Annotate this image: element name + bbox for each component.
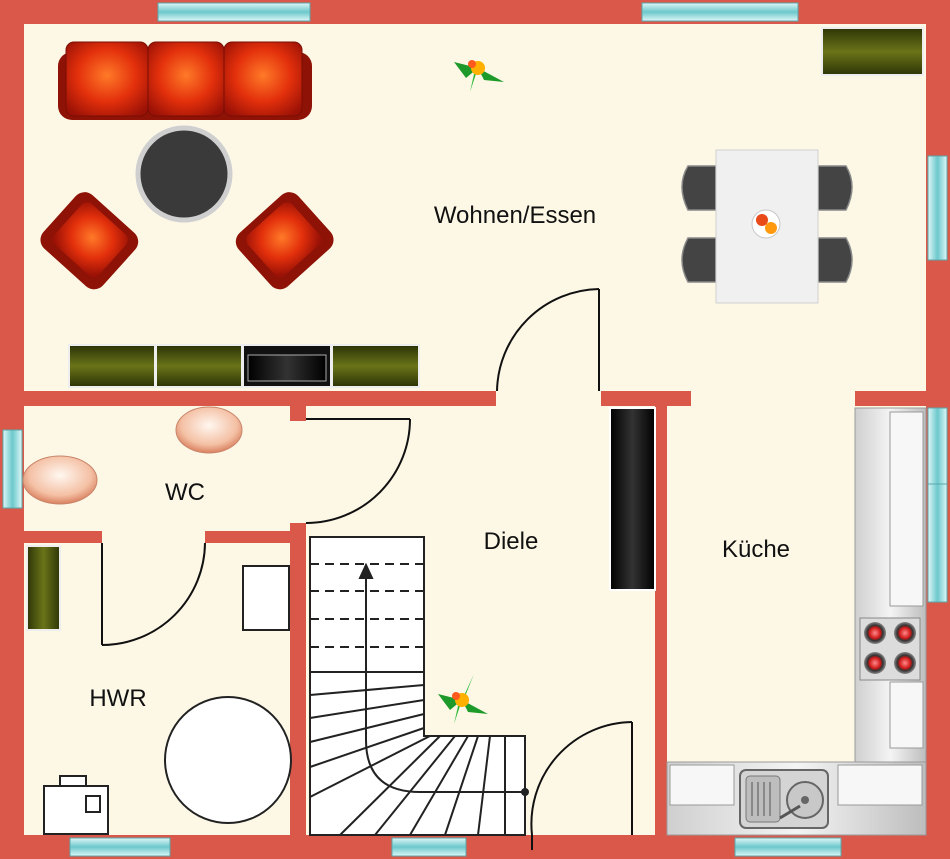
window-bottom-middle	[391, 837, 467, 857]
armchair-right	[235, 192, 334, 290]
staircase	[309, 536, 529, 836]
room-label-diele: Diele	[484, 528, 539, 555]
window-bottom-right	[734, 837, 842, 857]
room-label-wc: WC	[165, 479, 205, 506]
hwr-round-tank	[164, 696, 292, 824]
wc-toilet	[22, 455, 98, 505]
window-right-upper	[927, 155, 948, 261]
hwr-cabinet	[242, 565, 290, 631]
door-hwr	[101, 542, 206, 646]
interior-walls	[24, 391, 926, 835]
armchair-left	[40, 192, 139, 290]
hwr-appliance	[43, 775, 109, 835]
kitchen-sink	[739, 769, 829, 829]
room-label-hwr: HWR	[89, 685, 146, 712]
door-entrance	[530, 721, 633, 850]
window-left	[2, 429, 23, 509]
coffee-table	[135, 125, 233, 223]
window-right-lower	[927, 483, 948, 603]
kitchen-hob	[859, 617, 921, 681]
door-living	[496, 288, 600, 392]
room-label-kueche: Küche	[722, 536, 790, 563]
door-wc	[305, 418, 411, 524]
dining-set	[681, 149, 853, 304]
plant-hall	[438, 674, 488, 724]
hwr-shelf	[26, 545, 61, 631]
sofa	[58, 41, 312, 120]
window-top-left	[157, 2, 311, 22]
sideboard-top	[821, 27, 924, 76]
tv-cabinet	[68, 344, 420, 388]
wc-sink	[175, 406, 243, 454]
hall-wardrobe	[609, 407, 656, 591]
plant-living	[454, 44, 504, 92]
window-top-right	[641, 2, 799, 22]
room-label-wohnen-essen: Wohnen/Essen	[434, 202, 596, 229]
window-bottom-left	[69, 837, 171, 857]
